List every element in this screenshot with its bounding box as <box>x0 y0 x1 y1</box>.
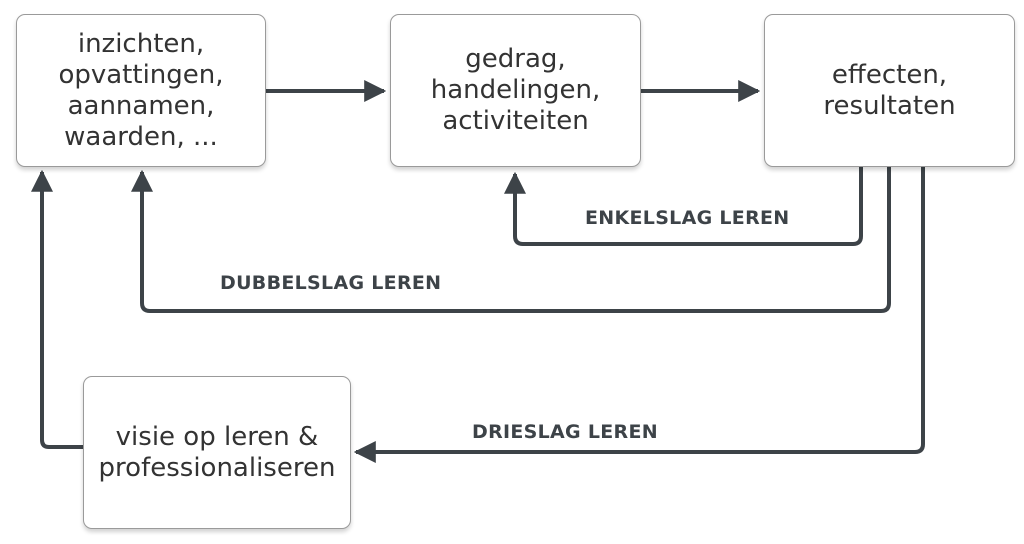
insights-line-1: inzichten, <box>77 28 205 59</box>
effects-line-2: resultaten <box>823 90 956 121</box>
insights-line-4: waarden, ... <box>64 121 218 152</box>
vision-box: visie op leren & professionaliseren <box>83 376 351 529</box>
behavior-line-3: activiteiten <box>442 106 589 136</box>
triple-loop-arrow <box>353 167 925 463</box>
insights-box: inzichten, opvattingen, aannamen, waarde… <box>16 14 266 167</box>
insights-line-2: opvattingen, <box>58 59 224 90</box>
vision-to-insights-arrow <box>31 169 83 449</box>
vision-line-2: professionaliseren <box>98 452 336 483</box>
behavior-box: gedrag, handelingen, activiteiten <box>390 14 641 167</box>
insights-line-3: aannamen, <box>67 90 215 121</box>
effects-line-1: effecten, <box>831 59 948 90</box>
single-loop-arrow <box>504 167 863 246</box>
vision-line-1: visie op leren & <box>115 421 319 452</box>
single-loop-label: ENKELSLAG LEREN <box>585 207 790 229</box>
double-loop-arrow <box>131 167 891 313</box>
effects-box: effecten, resultaten <box>764 14 1015 167</box>
behavior-line-1: gedrag, <box>465 44 566 74</box>
triple-loop-label: DRIESLAG LEREN <box>472 421 658 443</box>
behavior-line-2: handelingen, <box>430 75 601 105</box>
double-loop-label: DUBBELSLAG LEREN <box>220 272 442 294</box>
